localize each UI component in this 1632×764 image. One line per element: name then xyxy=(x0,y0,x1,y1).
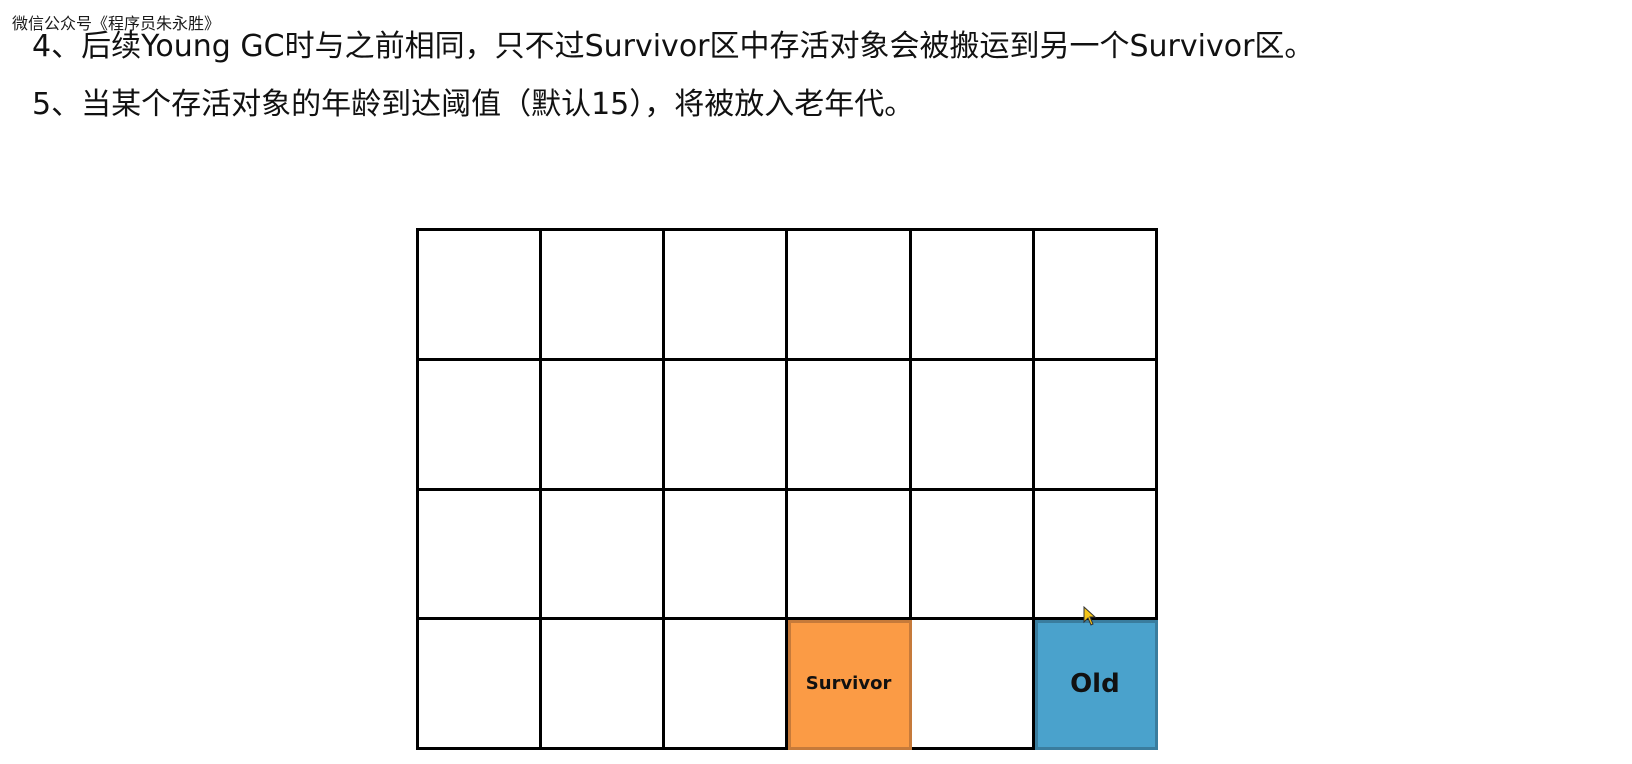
region-cell xyxy=(665,231,789,361)
region-cell xyxy=(419,490,543,621)
step-5-text: 5、当某个存活对象的年龄到达阈值（默认15），将被放入老年代。 xyxy=(32,87,915,122)
region-cell xyxy=(419,360,543,491)
region-cell xyxy=(788,490,912,621)
region-cell xyxy=(542,360,666,491)
region-cell xyxy=(665,360,789,491)
region-cell xyxy=(1034,231,1158,361)
region-cell xyxy=(542,620,666,750)
region-cell xyxy=(911,620,1035,750)
region-cell xyxy=(419,231,543,361)
heap-region-grid: Survivor Old xyxy=(416,228,1158,750)
region-cell xyxy=(788,360,912,491)
region-cell xyxy=(788,231,912,361)
region-cell xyxy=(1034,360,1158,491)
watermark: 微信公众号《程序员朱永胜》 xyxy=(12,14,221,33)
old-region: Old xyxy=(1034,620,1158,750)
region-cell xyxy=(1034,490,1158,621)
region-cell xyxy=(911,360,1035,491)
region-cell xyxy=(542,231,666,361)
region-cell xyxy=(542,490,666,621)
survivor-label: Survivor xyxy=(805,673,892,695)
old-label: Old xyxy=(1070,668,1120,699)
survivor-region: Survivor xyxy=(788,620,912,750)
region-cell xyxy=(911,231,1035,361)
region-cell xyxy=(665,490,789,621)
region-cell xyxy=(911,490,1035,621)
pointer-cursor-icon xyxy=(1083,606,1097,626)
region-cell xyxy=(419,620,543,750)
step-4-text: 4、后续Young GC时与之前相同，只不过Survivor区中存活对象会被搬运… xyxy=(32,29,1315,64)
region-cell xyxy=(665,620,789,750)
